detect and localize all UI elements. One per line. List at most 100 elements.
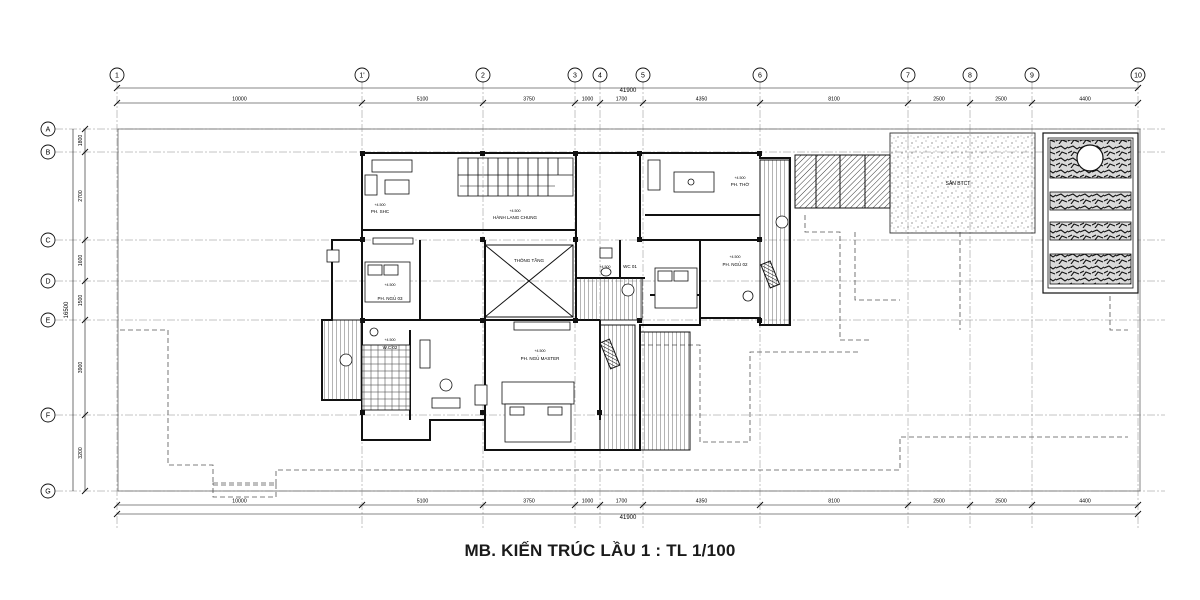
drawing-title: MB. KIẾN TRÚC LẦU 1 : TL 1/100 <box>464 541 736 560</box>
dimension-tick <box>966 501 974 509</box>
column-bubble-label: 1 <box>115 73 119 80</box>
row-bubble-label: A <box>46 127 51 134</box>
column-bubble <box>475 67 491 83</box>
dimension-tick <box>113 99 121 107</box>
column-bubble <box>1130 67 1146 83</box>
balcony-right <box>759 159 791 326</box>
balcony-left <box>321 319 363 401</box>
dimension-tick <box>113 501 121 509</box>
room-bed03: PH. NGỦ 03 <box>377 295 403 301</box>
dimension-tick <box>81 487 89 495</box>
dimension-tick <box>81 148 89 156</box>
row-bubble-label: B <box>46 150 51 157</box>
dimension-tick <box>639 501 647 509</box>
column-bubble-label: 2 <box>481 73 485 80</box>
row-bubble <box>40 232 56 248</box>
room-wc02: W.C 02 <box>383 345 398 350</box>
row-spacing-label: 1600 <box>78 255 84 267</box>
staircase <box>457 157 574 197</box>
column-bubble <box>962 67 978 83</box>
dimension-tick <box>81 411 89 419</box>
dimension-tick <box>113 84 121 92</box>
dimension-tick <box>596 99 604 107</box>
deck-middle <box>575 277 643 321</box>
row-bubble <box>40 407 56 423</box>
column-spacing-label: 1700 <box>616 499 628 505</box>
room-altar: PH. THỜ <box>731 181 750 187</box>
wc-tiled-floor <box>361 344 411 411</box>
column-spacing-label: 2500 <box>933 499 945 505</box>
row-bubble <box>40 144 56 160</box>
column-bubble-label: 4 <box>598 73 602 80</box>
row-bubble <box>40 273 56 289</box>
roof-slope <box>639 331 691 451</box>
column-spacing-label: 2500 <box>995 499 1007 505</box>
dimension-tick <box>1134 510 1142 518</box>
dimension-tick <box>904 99 912 107</box>
column-spacing-label: 2500 <box>995 97 1007 103</box>
level-shc: +4.500 <box>374 203 385 207</box>
column-bubble <box>567 67 583 83</box>
column-bubble <box>900 67 916 83</box>
dimension-tick <box>571 501 579 509</box>
balcony-master <box>599 324 636 451</box>
room-labels: PH. SHC HÀNH LANG CHUNG PH. THỜ THÔNG TẦ… <box>371 181 750 361</box>
column-spacing-label: 4400 <box>1079 499 1091 505</box>
column-bubble-label: 6 <box>758 73 762 80</box>
room-bed02: PH. NGỦ 02 <box>722 261 748 267</box>
row-bubble-label: G <box>45 489 50 496</box>
column-bubble-label: 5 <box>641 73 645 80</box>
column-bubble-label: 1' <box>359 73 364 80</box>
row-bubble <box>40 483 56 499</box>
lounger-right <box>760 260 781 289</box>
column-spacing-label: 8100 <box>828 97 840 103</box>
overall-dimension-bottom: 41900 <box>620 515 637 521</box>
dimension-tick <box>479 501 487 509</box>
row-spacing-label: 2700 <box>78 190 84 202</box>
column-bubble <box>1024 67 1040 83</box>
column-spacing-label: 10000 <box>232 499 247 505</box>
column-spacing-label: 2500 <box>933 97 945 103</box>
double-height-void <box>484 244 574 318</box>
dimension-tick <box>1134 501 1142 509</box>
planter-circle <box>1076 144 1104 172</box>
dimension-lines: 10000 5100 3750 1000 1700 4350 8100 2500 2500 440… <box>72 84 1142 518</box>
dimension-tick <box>1134 99 1142 107</box>
terrace-label: SÂN BTCT <box>946 180 971 187</box>
column-spacing-label: 4400 <box>1079 97 1091 103</box>
column-spacing-label: 1000 <box>582 499 594 505</box>
dimension-tick <box>81 316 89 324</box>
dimension-tick <box>904 501 912 509</box>
column-spacing-label: 5100 <box>417 499 429 505</box>
row-bubble <box>40 312 56 328</box>
column-bubble-label: 8 <box>968 73 972 80</box>
column-bubble <box>354 67 370 83</box>
dimension-tick <box>1028 99 1036 107</box>
column-spacing-label: 3750 <box>523 499 535 505</box>
column-spacing-label: 10000 <box>232 97 247 103</box>
column-bubble <box>752 67 768 83</box>
dimension-tick <box>966 99 974 107</box>
dimension-tick <box>479 99 487 107</box>
dimension-tick <box>81 125 89 133</box>
furniture <box>326 159 789 443</box>
dimension-tick <box>639 99 647 107</box>
dimension-tick <box>756 99 764 107</box>
column-bubble-label: 3 <box>573 73 577 80</box>
row-bubble-label: E <box>46 318 51 325</box>
dimension-tick <box>1028 501 1036 509</box>
lounger-master <box>599 338 621 370</box>
level-wc01: +4.500 <box>599 265 610 269</box>
room-void: THÔNG TẦNG <box>514 257 544 263</box>
column-spacing-label: 4350 <box>696 499 708 505</box>
column-spacing-label: 4350 <box>696 97 708 103</box>
concrete-terrace <box>889 132 1036 234</box>
row-spacing-label: 1800 <box>78 135 84 147</box>
dimension-tick <box>358 99 366 107</box>
pergola-hatch <box>794 154 891 209</box>
column-bubble <box>592 67 608 83</box>
dimension-tick <box>81 236 89 244</box>
column-spacing-label: 5100 <box>417 97 429 103</box>
column-bubble-label: 9 <box>1030 73 1034 80</box>
